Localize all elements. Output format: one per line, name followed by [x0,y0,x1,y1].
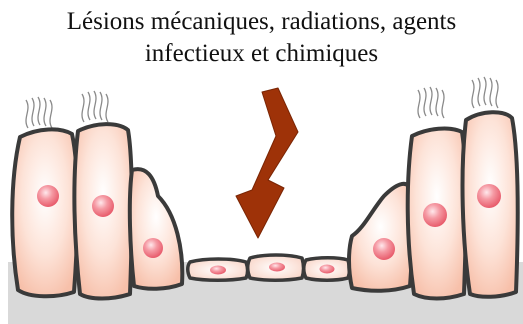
columnar-cell [408,129,466,299]
columnar-cell [130,169,182,289]
cell-nucleus [320,265,335,274]
columnar-cell [463,112,518,297]
cell-nucleus [143,238,163,258]
cell-nucleus [92,195,114,217]
columnar-cell [349,184,412,291]
flattened-cell [304,258,350,281]
cell-nucleus [210,266,226,275]
cell-nucleus [37,185,59,207]
cell-nucleus [373,238,395,260]
cilia-icon [26,91,108,128]
cell-nucleus [269,263,285,272]
flattened-cell [188,259,248,280]
columnar-cell [74,124,132,298]
flattened-cell [248,255,304,280]
cell-nucleus [477,184,501,208]
columnar-cell [12,129,77,296]
lightning-arrow-icon [236,88,298,238]
cell-nucleus [423,203,447,227]
